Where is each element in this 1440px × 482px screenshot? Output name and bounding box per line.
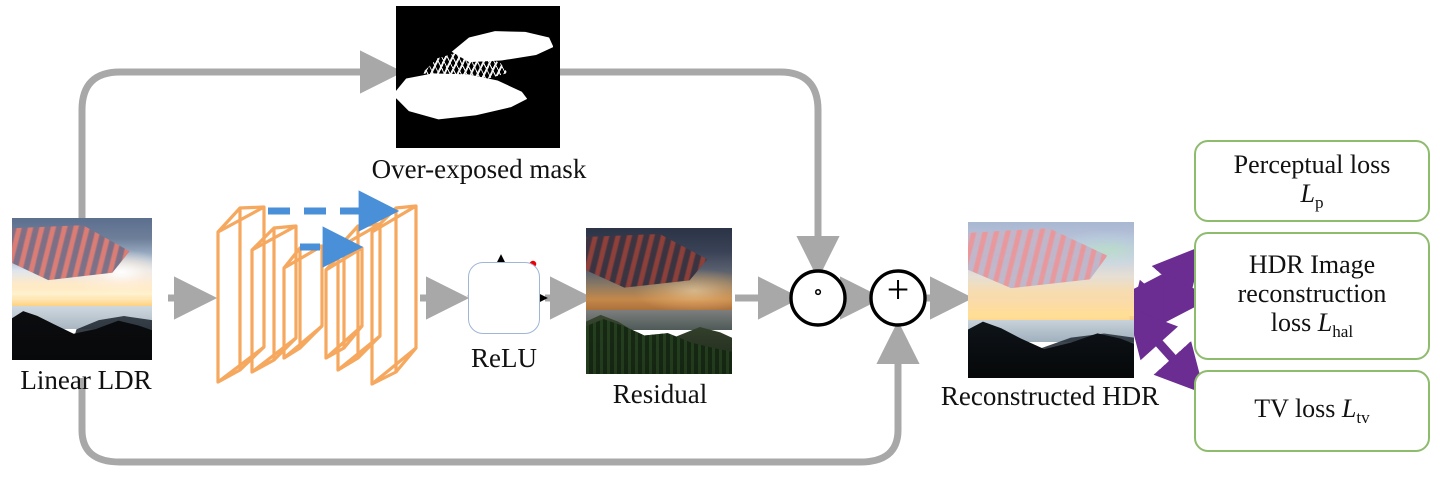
hdr-loss-symbol: L bbox=[1317, 308, 1333, 338]
perceptual-loss-subscript: p bbox=[1314, 193, 1324, 213]
hdr-loss-line2: reconstruction bbox=[1237, 279, 1387, 309]
reconstructed-hdr-label: Reconstructed HDR bbox=[940, 381, 1160, 411]
over-exposed-mask-label: Over-exposed mask bbox=[371, 154, 587, 184]
tv-loss-subscript: tv bbox=[1356, 408, 1370, 428]
loss-box-hdr-reconstruction[interactable]: HDR Image reconstruction loss Lhal bbox=[1194, 232, 1430, 360]
perceptual-loss-symbol: L bbox=[1300, 178, 1315, 208]
over-exposed-mask-image bbox=[396, 6, 560, 148]
residual-label: Residual bbox=[612, 379, 708, 409]
perceptual-loss-text: Perceptual loss bbox=[1233, 149, 1391, 179]
tv-loss-prefix: TV loss bbox=[1254, 394, 1342, 424]
loss-arrow-tv bbox=[1126, 307, 1205, 395]
relu-label: ReLU bbox=[471, 343, 537, 373]
add-symbol: + bbox=[886, 267, 910, 312]
loss-box-tv[interactable]: TV loss Ltv bbox=[1194, 370, 1430, 452]
hdr-loss-line1: HDR Image bbox=[1248, 250, 1376, 280]
loss-arrow-perceptual bbox=[1127, 245, 1203, 333]
tv-loss-symbol: L bbox=[1341, 394, 1357, 424]
edge-ldr-to-mask bbox=[78, 50, 404, 220]
relu-block-frame bbox=[468, 262, 540, 334]
unet-slabs bbox=[216, 204, 418, 386]
reconstructed-hdr-image bbox=[968, 222, 1134, 378]
residual-image bbox=[586, 228, 732, 374]
multiply-symbol: ∘ bbox=[812, 279, 824, 304]
hdr-loss-subscript: hal bbox=[1332, 322, 1354, 342]
hdr-loss-line3-prefix: loss bbox=[1270, 308, 1318, 338]
loss-box-perceptual[interactable]: Perceptual loss Lp bbox=[1194, 140, 1430, 222]
linear-ldr-image bbox=[12, 218, 152, 360]
linear-ldr-label: Linear LDR bbox=[20, 365, 152, 395]
